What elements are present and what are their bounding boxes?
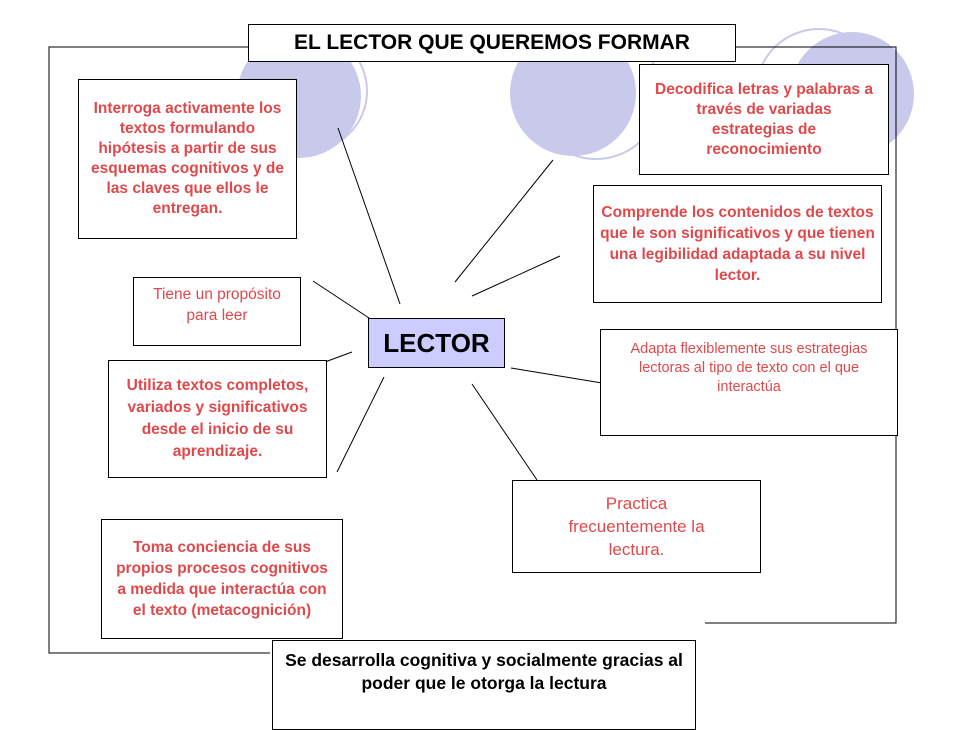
connector-comprende xyxy=(471,255,561,297)
node-adapta: Adapta flexiblemente sus estrategias lec… xyxy=(600,329,898,436)
node-interroga: Interroga activamente los textos formula… xyxy=(78,79,297,239)
outer-frame xyxy=(48,46,270,654)
footer-statement: Se desarrolla cognitiva y socialmente gr… xyxy=(272,640,696,730)
connector-decodifica xyxy=(454,159,554,283)
node-toma: Toma conciencia de sus propios procesos … xyxy=(101,519,343,639)
connector-interroga xyxy=(337,127,401,305)
connector-adapta xyxy=(510,367,603,384)
node-practica: Practica frecuentemente la lectura. xyxy=(512,480,761,573)
node-decodifica: Decodifica letras y palabras a través de… xyxy=(639,64,889,175)
node-tiene: Tiene un propósito para leer xyxy=(133,277,301,346)
node-utiliza: Utiliza textos completos, variados y sig… xyxy=(108,360,327,478)
center-node-lector: LECTOR xyxy=(368,318,505,368)
connector-toma xyxy=(336,376,385,473)
diagram-title: EL LECTOR QUE QUEREMOS FORMAR xyxy=(248,24,736,62)
node-comprende: Comprende los contenidos de textos que l… xyxy=(593,185,882,303)
connector-tiene xyxy=(312,280,373,321)
connector-practica xyxy=(471,383,538,481)
